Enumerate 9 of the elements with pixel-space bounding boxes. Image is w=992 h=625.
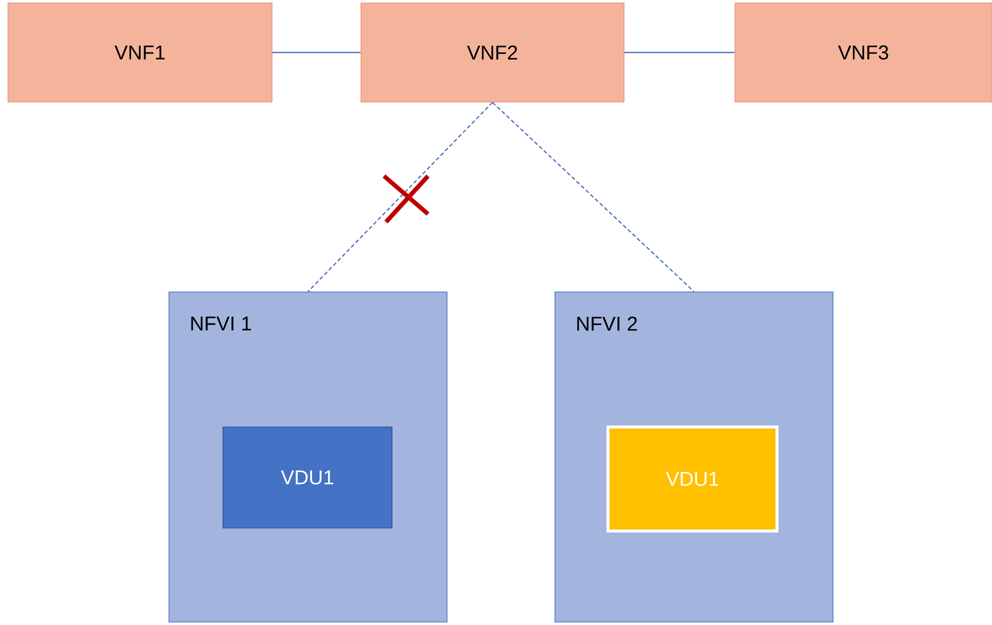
vdu-box: VDU1 <box>606 426 778 532</box>
vnf-box: VNF2 <box>360 2 624 102</box>
connector-line <box>624 52 735 54</box>
vnf-box: VNF1 <box>8 2 272 102</box>
vnf-box: VNF3 <box>734 2 992 102</box>
connector-line <box>492 102 694 292</box>
connector-line <box>308 102 493 292</box>
vdu-box: VDU1 <box>222 426 392 528</box>
connector-line <box>272 52 361 54</box>
